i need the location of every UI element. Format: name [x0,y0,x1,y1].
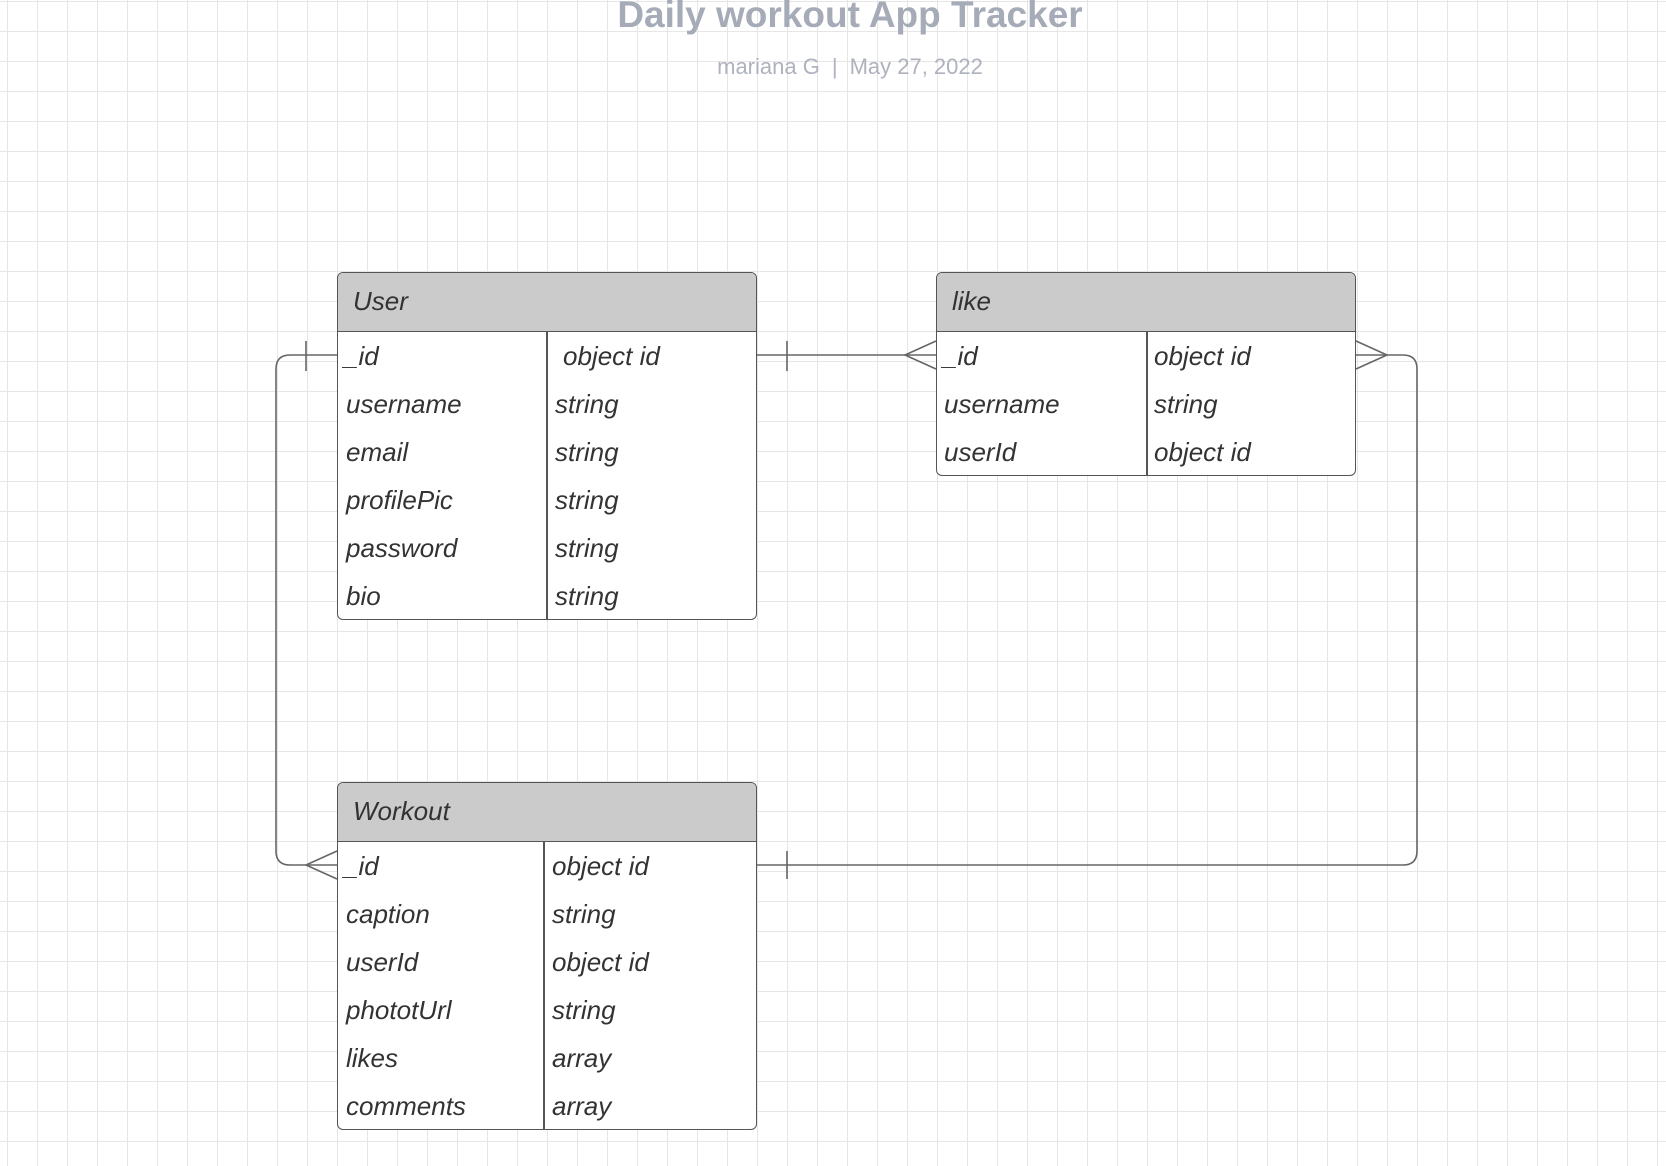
field-row: caption string [338,890,756,938]
field-name: userId [944,437,1017,467]
like-many-marker [903,340,937,370]
diagram-title: Daily workout App Tracker [617,0,1083,35]
field-name: password [346,533,458,563]
field-type: object id [563,341,660,371]
field-type: object id [1154,341,1251,371]
field-row: username string [937,380,1355,428]
field-type: object id [552,947,649,977]
field-type: string [552,899,616,929]
field-type: string [555,533,619,563]
field-type: string [1154,389,1218,419]
field-name: phototUrl [346,995,452,1025]
field-name: comments [346,1091,466,1121]
entity-user[interactable]: User _id object id username string email… [337,272,757,620]
field-row: comments array [338,1082,756,1129]
field-type: array [552,1091,612,1121]
field-name: userId [346,947,419,977]
entity-like[interactable]: like _id object id username string userI… [936,272,1356,476]
field-name: likes [346,1043,399,1073]
field-row: _id object id [338,332,756,380]
field-name: _id [943,341,978,371]
field-row: password string [338,524,756,572]
field-row: username string [338,380,756,428]
field-type: string [555,389,619,419]
date-label: May 27, 2022 [849,54,983,79]
entity-header-like: like [937,273,1355,332]
field-type: string [555,581,619,611]
field-name: _id [344,851,379,881]
field-type: string [555,485,619,515]
field-row: bio string [338,572,756,619]
field-name: caption [346,899,430,929]
field-row: email string [338,428,756,476]
diagram-subtitle: mariana G | May 27, 2022 [0,54,1666,80]
field-row: _id object id [338,842,756,890]
entity-header-user: User [338,273,756,332]
field-type: array [552,1043,612,1073]
workout-like-relationship-line [757,354,1418,866]
field-type: object id [552,851,649,881]
user-workout-relationship-line [275,354,337,866]
entity-header-workout: Workout [338,783,756,842]
subtitle-separator: | [831,54,838,79]
field-row: likes array [338,1034,756,1082]
author-label: mariana G [717,54,820,79]
column-divider [543,842,545,1129]
workout-many-marker [304,850,338,880]
field-row: userId object id [338,938,756,986]
field-name: bio [346,581,381,611]
field-name: _id [344,341,379,371]
field-type: string [555,437,619,467]
field-name: email [346,437,409,467]
field-name: profilePic [346,485,453,515]
field-row: userId object id [937,428,1355,475]
field-name: username [944,389,1060,419]
like-right-many-marker [1355,340,1389,370]
field-row: _id object id [937,332,1355,380]
field-row: profilePic string [338,476,756,524]
column-divider [1146,332,1148,475]
entity-workout[interactable]: Workout _id object id caption string use… [337,782,757,1130]
field-type: object id [1154,437,1251,467]
column-divider [546,332,548,619]
field-name: username [346,389,462,419]
field-type: string [552,995,616,1025]
field-row: phototUrl string [338,986,756,1034]
